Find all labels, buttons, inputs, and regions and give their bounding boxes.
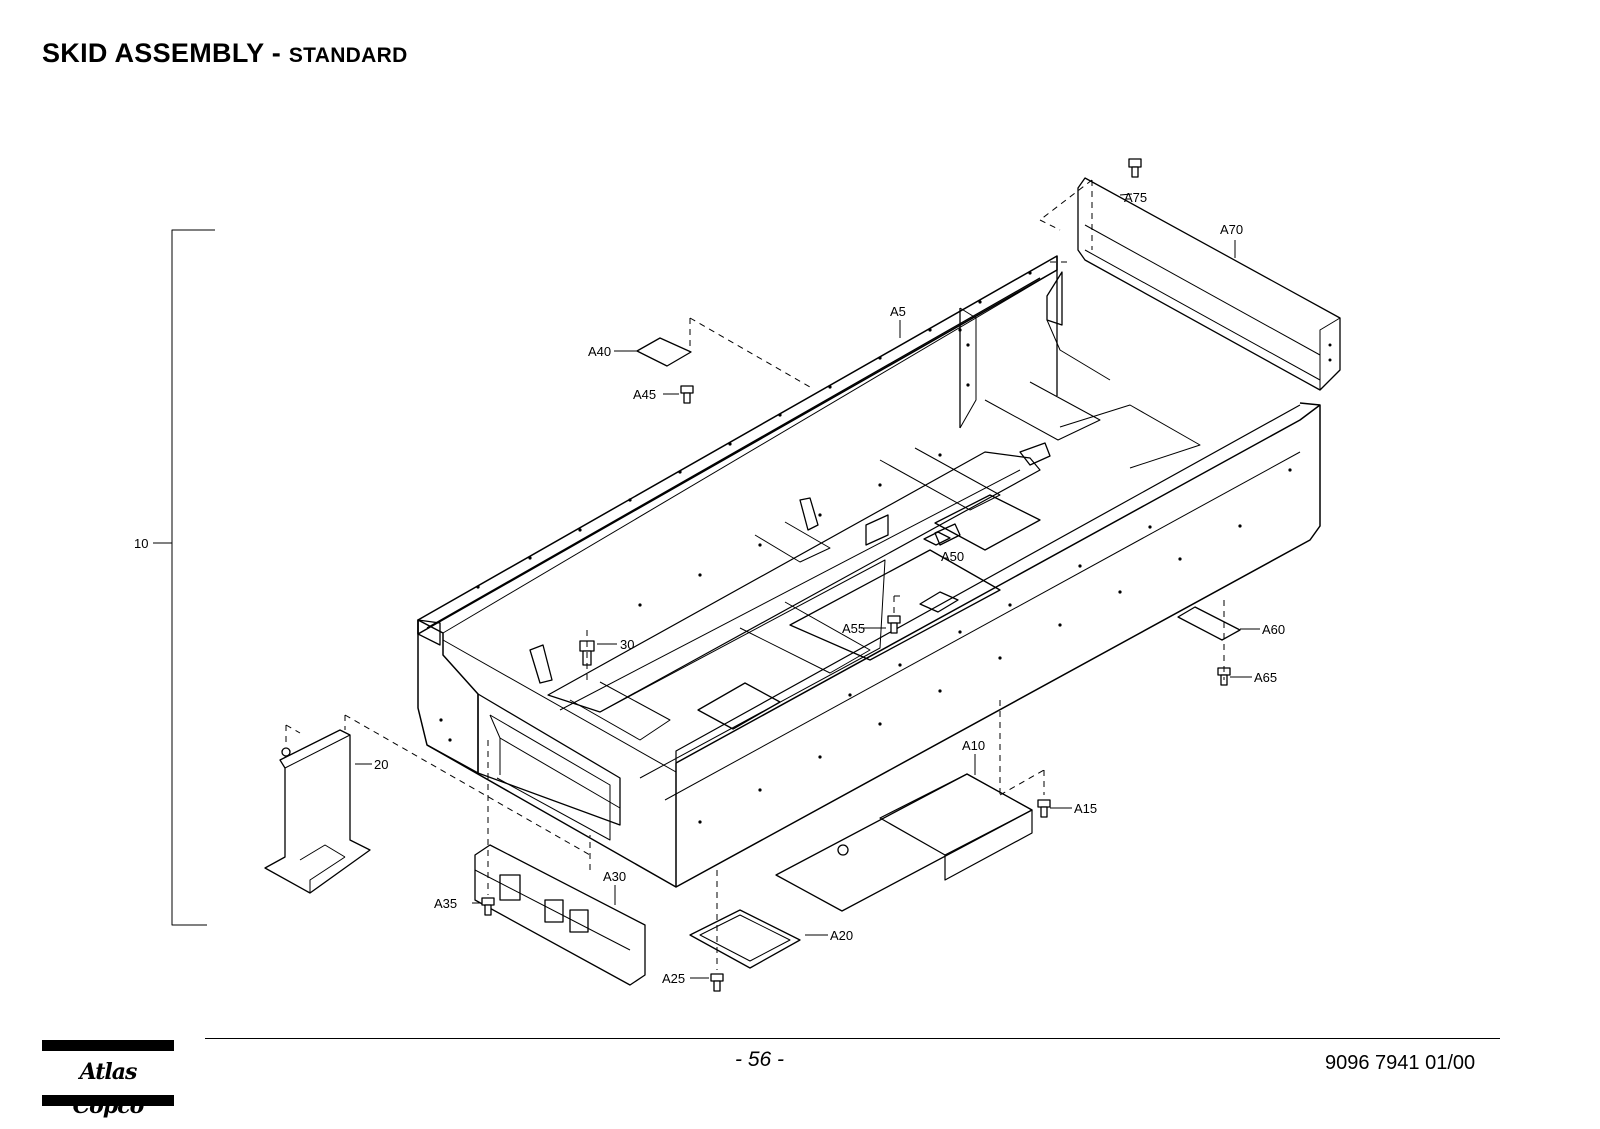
label-a60: A60 [1262, 622, 1285, 637]
label-a65: A65 [1254, 670, 1277, 685]
label-a55: A55 [842, 621, 865, 636]
bolt-a25 [710, 973, 724, 992]
page-title: SKID ASSEMBLY - STANDARD [42, 38, 408, 69]
rear-panel-a70 [1077, 177, 1341, 391]
label-a20: A20 [830, 928, 853, 943]
label-a50: A50 [941, 549, 964, 564]
bolt-a15 [1037, 799, 1051, 818]
title-sub: STANDARD [288, 44, 408, 67]
label-a5: A5 [890, 304, 906, 319]
label-10: 10 [134, 536, 148, 551]
logo-text: Atlas Copco [72, 1059, 145, 1119]
logo-bar-top [42, 1040, 174, 1051]
plate-a50 [919, 531, 959, 613]
tray-a20 [689, 909, 801, 969]
label-a10: A10 [962, 738, 985, 753]
bolt-a35 [481, 897, 495, 916]
label-a35: A35 [434, 896, 457, 911]
label-a40: A40 [588, 344, 611, 359]
support-bracket-20 [264, 729, 371, 894]
label-a75: A75 [1124, 190, 1147, 205]
plate-a60 [1177, 606, 1241, 641]
bolt-a55 [887, 615, 901, 634]
assembly-bracket [153, 229, 215, 926]
skid-frame [417, 255, 1321, 888]
tray-a10 [775, 773, 1033, 912]
footer-rule [205, 1038, 1500, 1039]
title-separator: - [263, 38, 289, 68]
label-a25: A25 [662, 971, 685, 986]
label-20: 20 [374, 757, 388, 772]
frame-holes [439, 271, 1292, 824]
label-a15: A15 [1074, 801, 1097, 816]
panel-a30 [474, 844, 646, 986]
fasteners [281, 158, 1231, 992]
label-30: 30 [620, 637, 634, 652]
label-a30: A30 [603, 869, 626, 884]
nut-20 [281, 747, 291, 757]
callout-labels: 10 A5 A75 A70 A40 A45 A50 A55 A60 A65 A1… [134, 190, 1285, 986]
atlas-copco-logo: Atlas Copco [42, 1040, 174, 1119]
title-main: SKID ASSEMBLY [42, 38, 264, 68]
bolt-a45 [680, 385, 694, 404]
logo-bar-bottom [42, 1095, 174, 1106]
document-number: 9096 7941 01/00 [1325, 1052, 1476, 1074]
page-number: - 56 - [735, 1048, 785, 1071]
cover-plate-a40 [636, 337, 692, 367]
label-a70: A70 [1220, 222, 1243, 237]
label-a45: A45 [633, 387, 656, 402]
bolt-a75 [1128, 158, 1142, 178]
leader-lines [355, 193, 1260, 979]
assembly-guides [285, 179, 1225, 970]
